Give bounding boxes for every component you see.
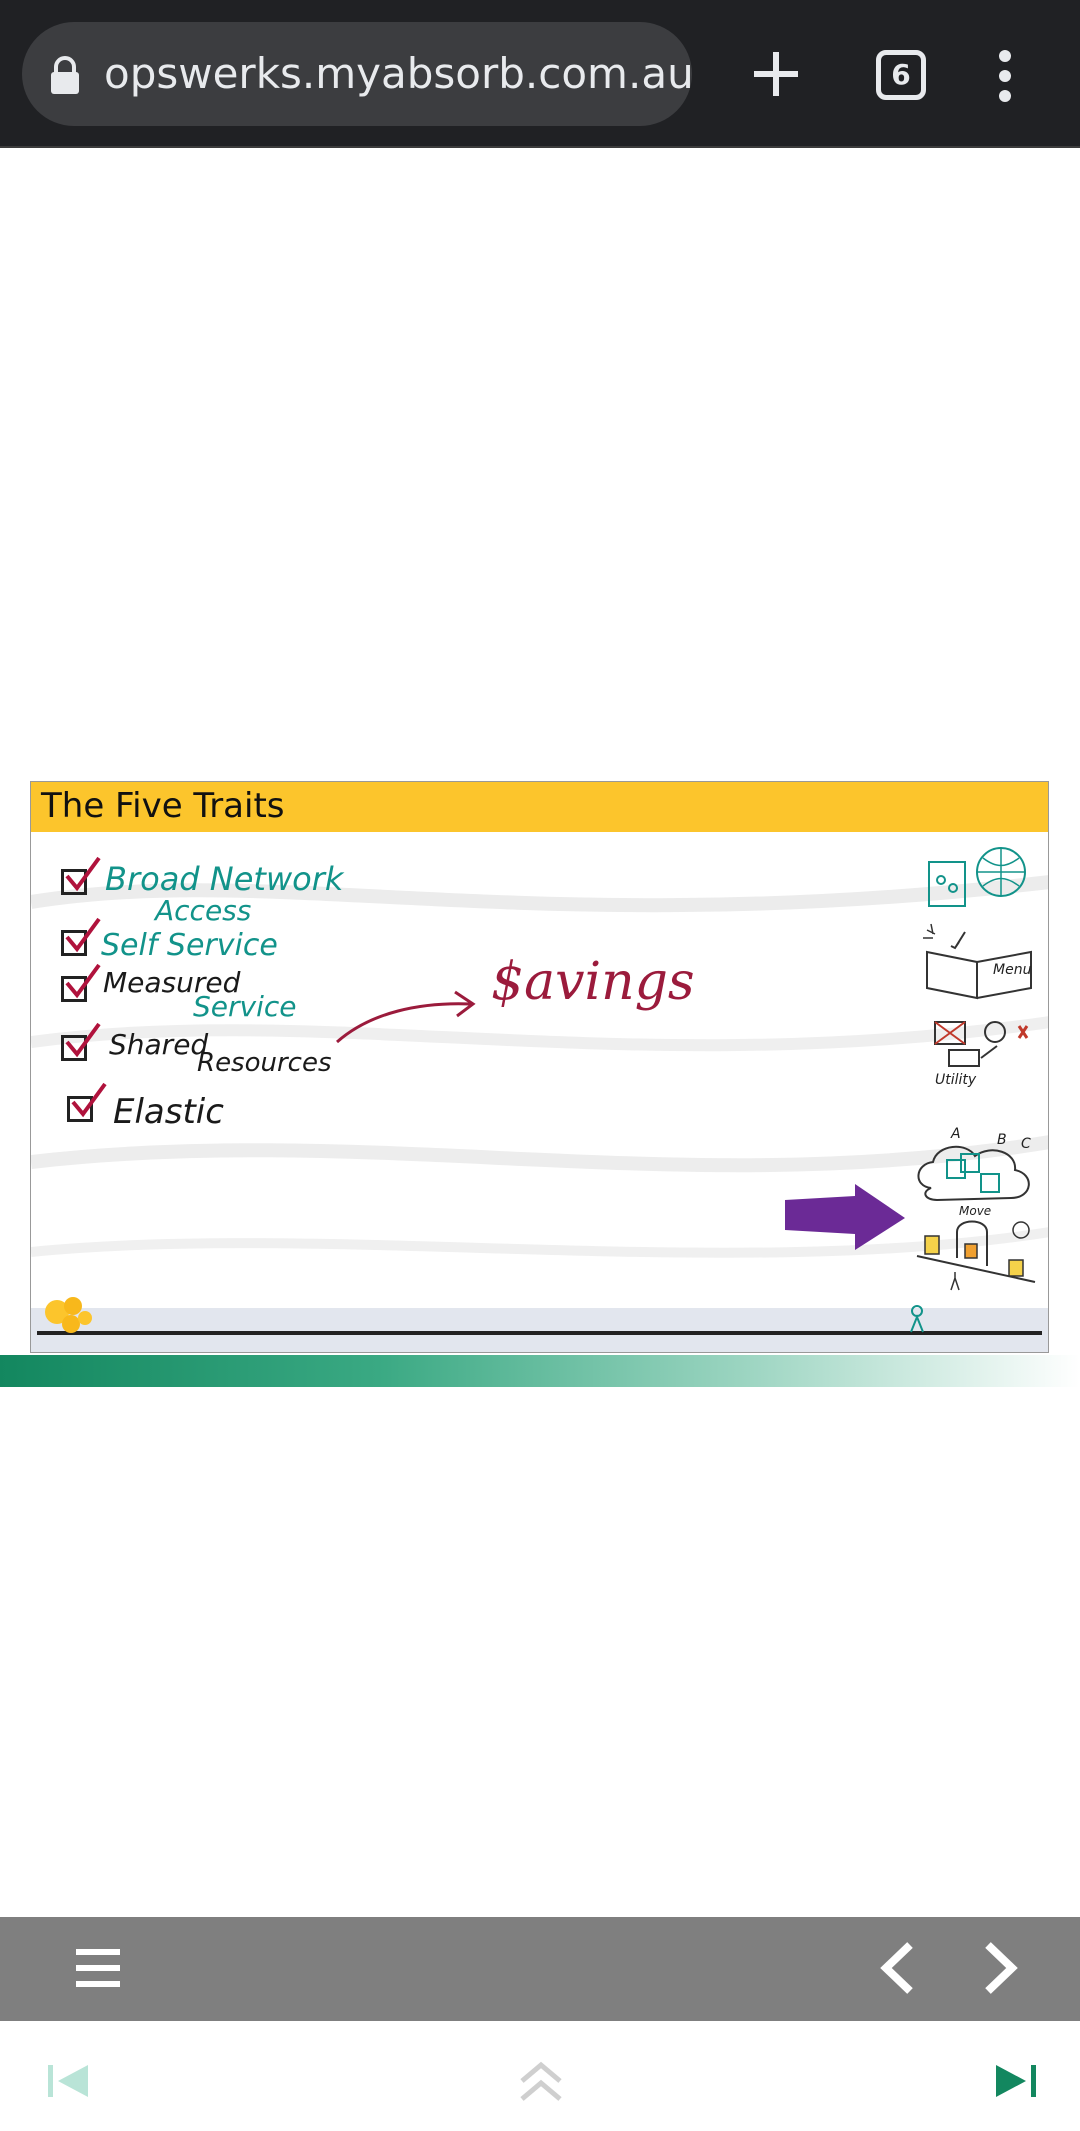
sketch-label-c: C — [1021, 1136, 1031, 1152]
checkbox — [61, 930, 87, 956]
tab-count: 6 — [891, 58, 911, 91]
logo-bubbles-icon — [45, 1297, 92, 1333]
checkbox — [61, 976, 87, 1002]
arrow-right-icon — [336, 990, 476, 1044]
sketch-label-a: A — [951, 1126, 961, 1142]
checkmark-icon — [71, 1082, 107, 1118]
purple-arrow-icon — [785, 1184, 905, 1250]
trait-shared: Shared — [109, 1028, 209, 1061]
sketch-label-b: B — [997, 1132, 1007, 1148]
bottom-navigation — [0, 2021, 1080, 2131]
progress-bar — [0, 1355, 1080, 1387]
person-icon — [910, 1305, 924, 1333]
trait-measured-line2: Service — [193, 990, 297, 1023]
chevron-left-icon[interactable] — [878, 1941, 918, 1995]
trait-shared-line2: Resources — [197, 1048, 332, 1078]
checkmark-icon — [65, 1022, 101, 1058]
checkmark-icon — [65, 856, 101, 892]
kebab-icon[interactable] — [990, 48, 1020, 104]
background-swirls — [31, 875, 1048, 1258]
hamburger-icon[interactable] — [76, 1947, 120, 1989]
checkbox — [67, 1096, 93, 1122]
slide-canvas: The Five Traits Broad Network Access Sel… — [30, 781, 1049, 1353]
chevron-right-icon[interactable] — [980, 1941, 1020, 1995]
menu-label: Menu — [993, 962, 1032, 978]
checkmark-icon — [65, 917, 101, 953]
trait-broad-network: Broad Network — [105, 860, 344, 898]
browser-toolbar: opswerks.myabsorb.com.au 6 — [0, 0, 1080, 148]
savings-annotation: $avings — [491, 952, 695, 1012]
skip-last-icon[interactable] — [994, 2061, 1038, 2101]
tab-switcher-button[interactable]: 6 — [876, 50, 926, 100]
slide-header: The Five Traits — [31, 782, 1048, 832]
skip-first-icon[interactable] — [46, 2061, 90, 2101]
utility-label: Utility — [935, 1072, 977, 1088]
plus-icon[interactable] — [746, 44, 806, 104]
cloud-sketch — [917, 1145, 1030, 1202]
checkmark-icon — [65, 963, 101, 999]
menu-book-sketch — [923, 923, 1032, 1000]
move-label: Move — [959, 1204, 992, 1218]
lock-icon — [51, 56, 79, 94]
trait-broad-network-line2: Access — [155, 894, 252, 927]
scale-sketch — [916, 1220, 1036, 1291]
people-globe-sketch — [928, 847, 1026, 907]
slide-footer — [31, 1308, 1048, 1352]
utility-sketch — [934, 1021, 1029, 1067]
player-control-bar — [0, 1917, 1080, 2021]
slide-footer-line — [37, 1331, 1042, 1335]
trait-measured: Measured — [103, 966, 241, 999]
double-chevron-up-icon[interactable] — [518, 2059, 564, 2103]
trait-elastic: Elastic — [113, 1092, 224, 1132]
url-text: opswerks.myabsorb.com.au — [104, 49, 692, 98]
address-bar[interactable]: opswerks.myabsorb.com.au — [22, 22, 692, 126]
slide-title: The Five Traits — [41, 786, 285, 826]
checkbox — [61, 1035, 87, 1061]
checkbox — [61, 869, 87, 895]
trait-self-service: Self Service — [101, 928, 278, 963]
